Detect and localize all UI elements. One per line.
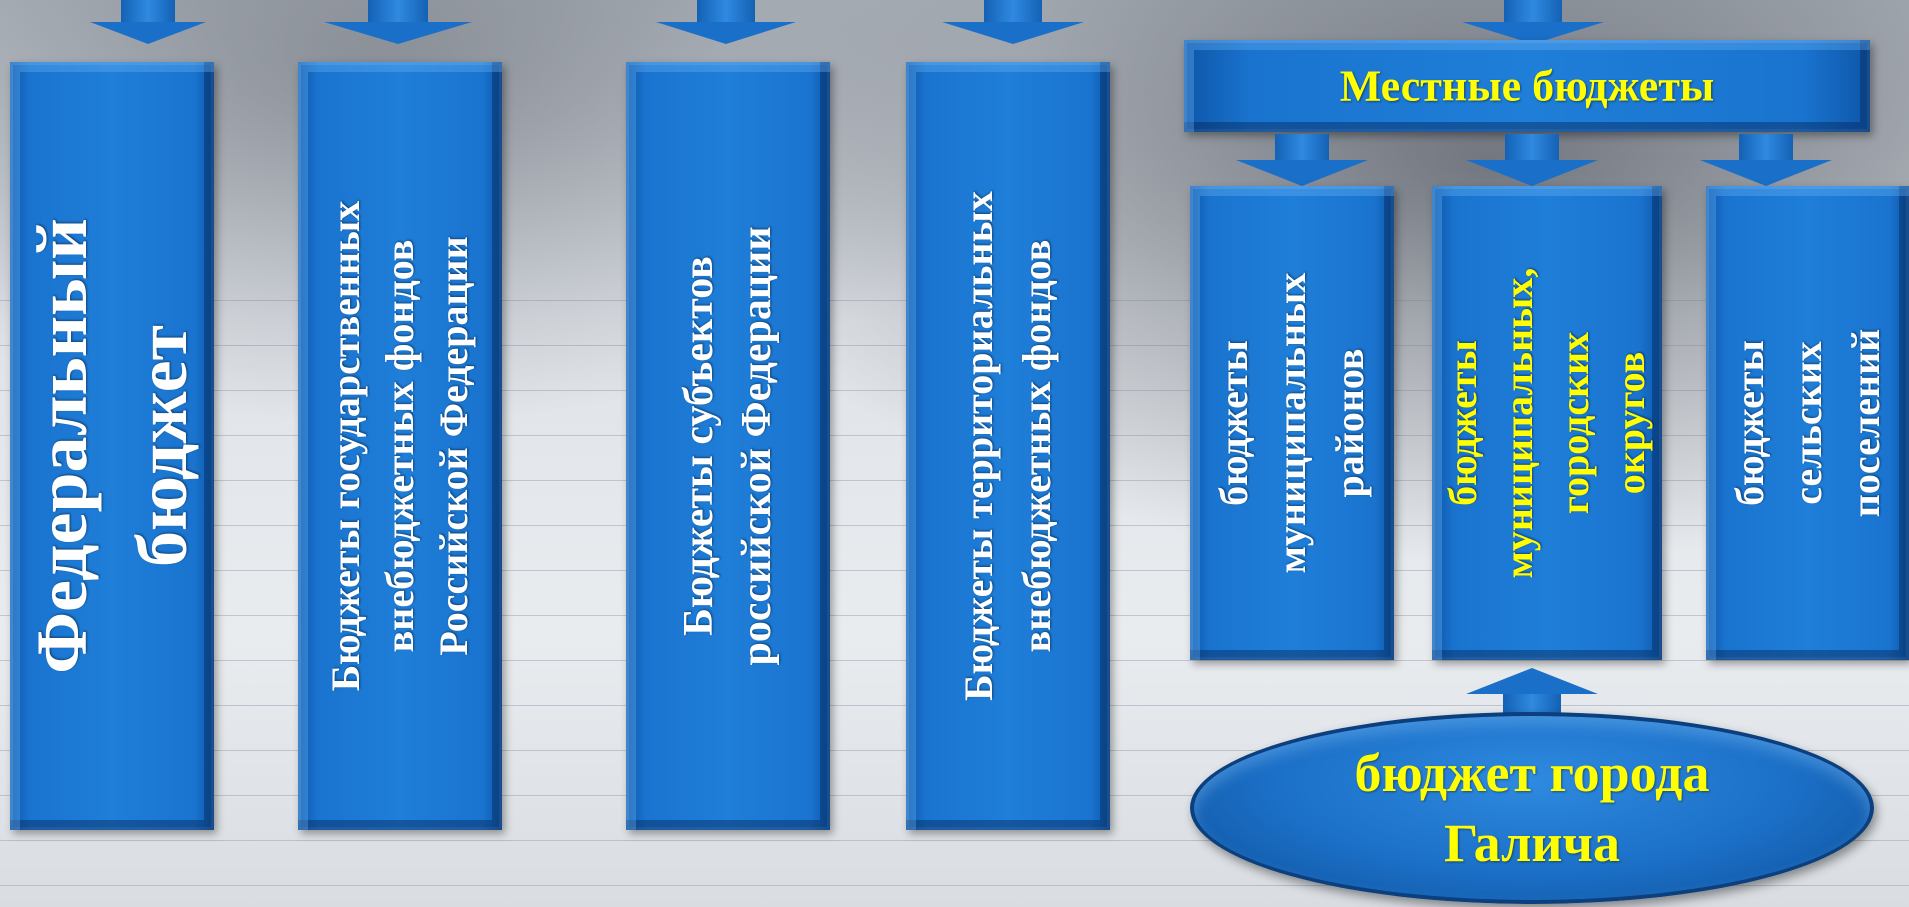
city-districts-box: бюджеты муниципальных, городских округов [1432,186,1662,660]
municipal-districts-label: бюджеты муниципальных районов [1211,272,1372,574]
arrow-down-icon [1700,134,1832,186]
galich-budget-ellipse: бюджет города Галича [1190,712,1874,904]
arrow-down-icon [1236,134,1368,186]
municipal-districts-box: бюджеты муниципальных районов [1190,186,1394,660]
state-funds-label: Бюджеты государственных внебюджетных фон… [323,200,476,692]
state-funds-box: Бюджеты государственных внебюджетных фон… [298,62,502,830]
city-districts-label: бюджеты муниципальных, городских округов [1440,267,1653,579]
arrow-down-icon [1466,134,1598,186]
galich-budget-label: бюджет города Галича [1354,743,1710,873]
subjects-budget-box: Бюджеты субъектов российской Федерации [626,62,830,830]
local-budgets-label: Местные бюджеты [1339,61,1715,111]
rural-settlements-box: бюджеты сельских поселений [1706,186,1909,660]
arrow-down-icon [942,0,1084,46]
arrow-down-icon [656,0,796,46]
arrow-down-icon [324,0,472,46]
arrow-down-icon [1462,0,1604,46]
federal-budget-box: Федеральный бюджет [10,62,214,830]
territorial-funds-box: Бюджеты территориальных внебюджетных фон… [906,62,1110,830]
rural-settlements-label: бюджеты сельских поселений [1726,328,1888,518]
federal-budget-label: Федеральный бюджет [22,218,202,674]
arrow-down-icon [90,0,206,46]
subjects-budget-label: Бюджеты субъектов российской Федерации [676,226,780,666]
territorial-funds-label: Бюджеты территориальных внебюджетных фон… [956,191,1059,701]
local-budgets-box: Местные бюджеты [1184,40,1870,132]
